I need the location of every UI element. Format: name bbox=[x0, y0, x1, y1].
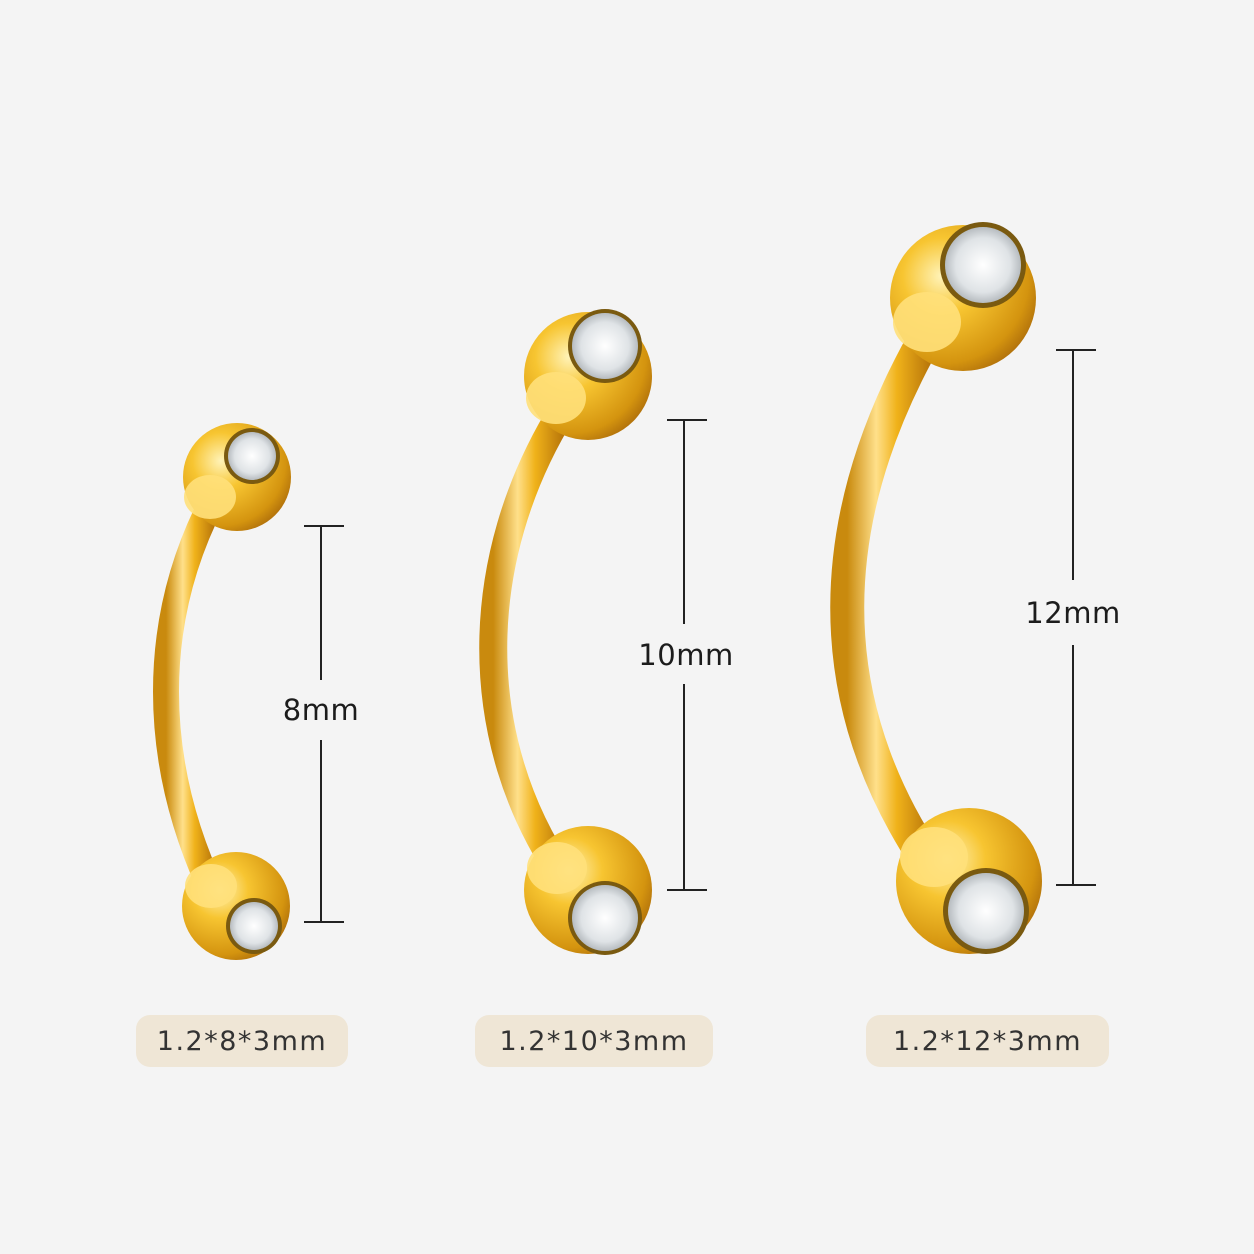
dimension-line bbox=[667, 419, 707, 891]
gem-icon bbox=[945, 227, 1021, 303]
gem-icon bbox=[572, 885, 638, 951]
gem-icon bbox=[948, 873, 1024, 949]
bottom-ball bbox=[524, 826, 652, 955]
bottom-ball bbox=[182, 852, 290, 960]
top-ball bbox=[524, 309, 652, 440]
curved-bar bbox=[479, 396, 577, 890]
size-pill-12mm: 1.2*12*3mm bbox=[866, 1015, 1109, 1067]
gem-icon bbox=[230, 902, 278, 950]
length-label-10mm: 10mm bbox=[638, 638, 734, 672]
length-label-12mm: 12mm bbox=[1025, 596, 1121, 630]
size-pill-10mm: 1.2*10*3mm bbox=[475, 1015, 713, 1067]
dimension-line bbox=[1056, 349, 1096, 886]
top-ball bbox=[890, 222, 1036, 371]
curved-bar bbox=[830, 313, 947, 879]
dimension-line bbox=[304, 525, 344, 923]
barbell-10mm bbox=[479, 309, 707, 955]
barbell-12mm bbox=[830, 222, 1096, 954]
curved-bar bbox=[153, 485, 227, 908]
gem-icon bbox=[572, 313, 638, 379]
gem-icon bbox=[228, 432, 276, 480]
size-pill-8mm: 1.2*8*3mm bbox=[136, 1015, 348, 1067]
length-label-8mm: 8mm bbox=[282, 693, 360, 727]
bottom-ball bbox=[896, 808, 1042, 954]
barbell-8mm bbox=[153, 423, 344, 960]
top-ball bbox=[183, 423, 291, 531]
